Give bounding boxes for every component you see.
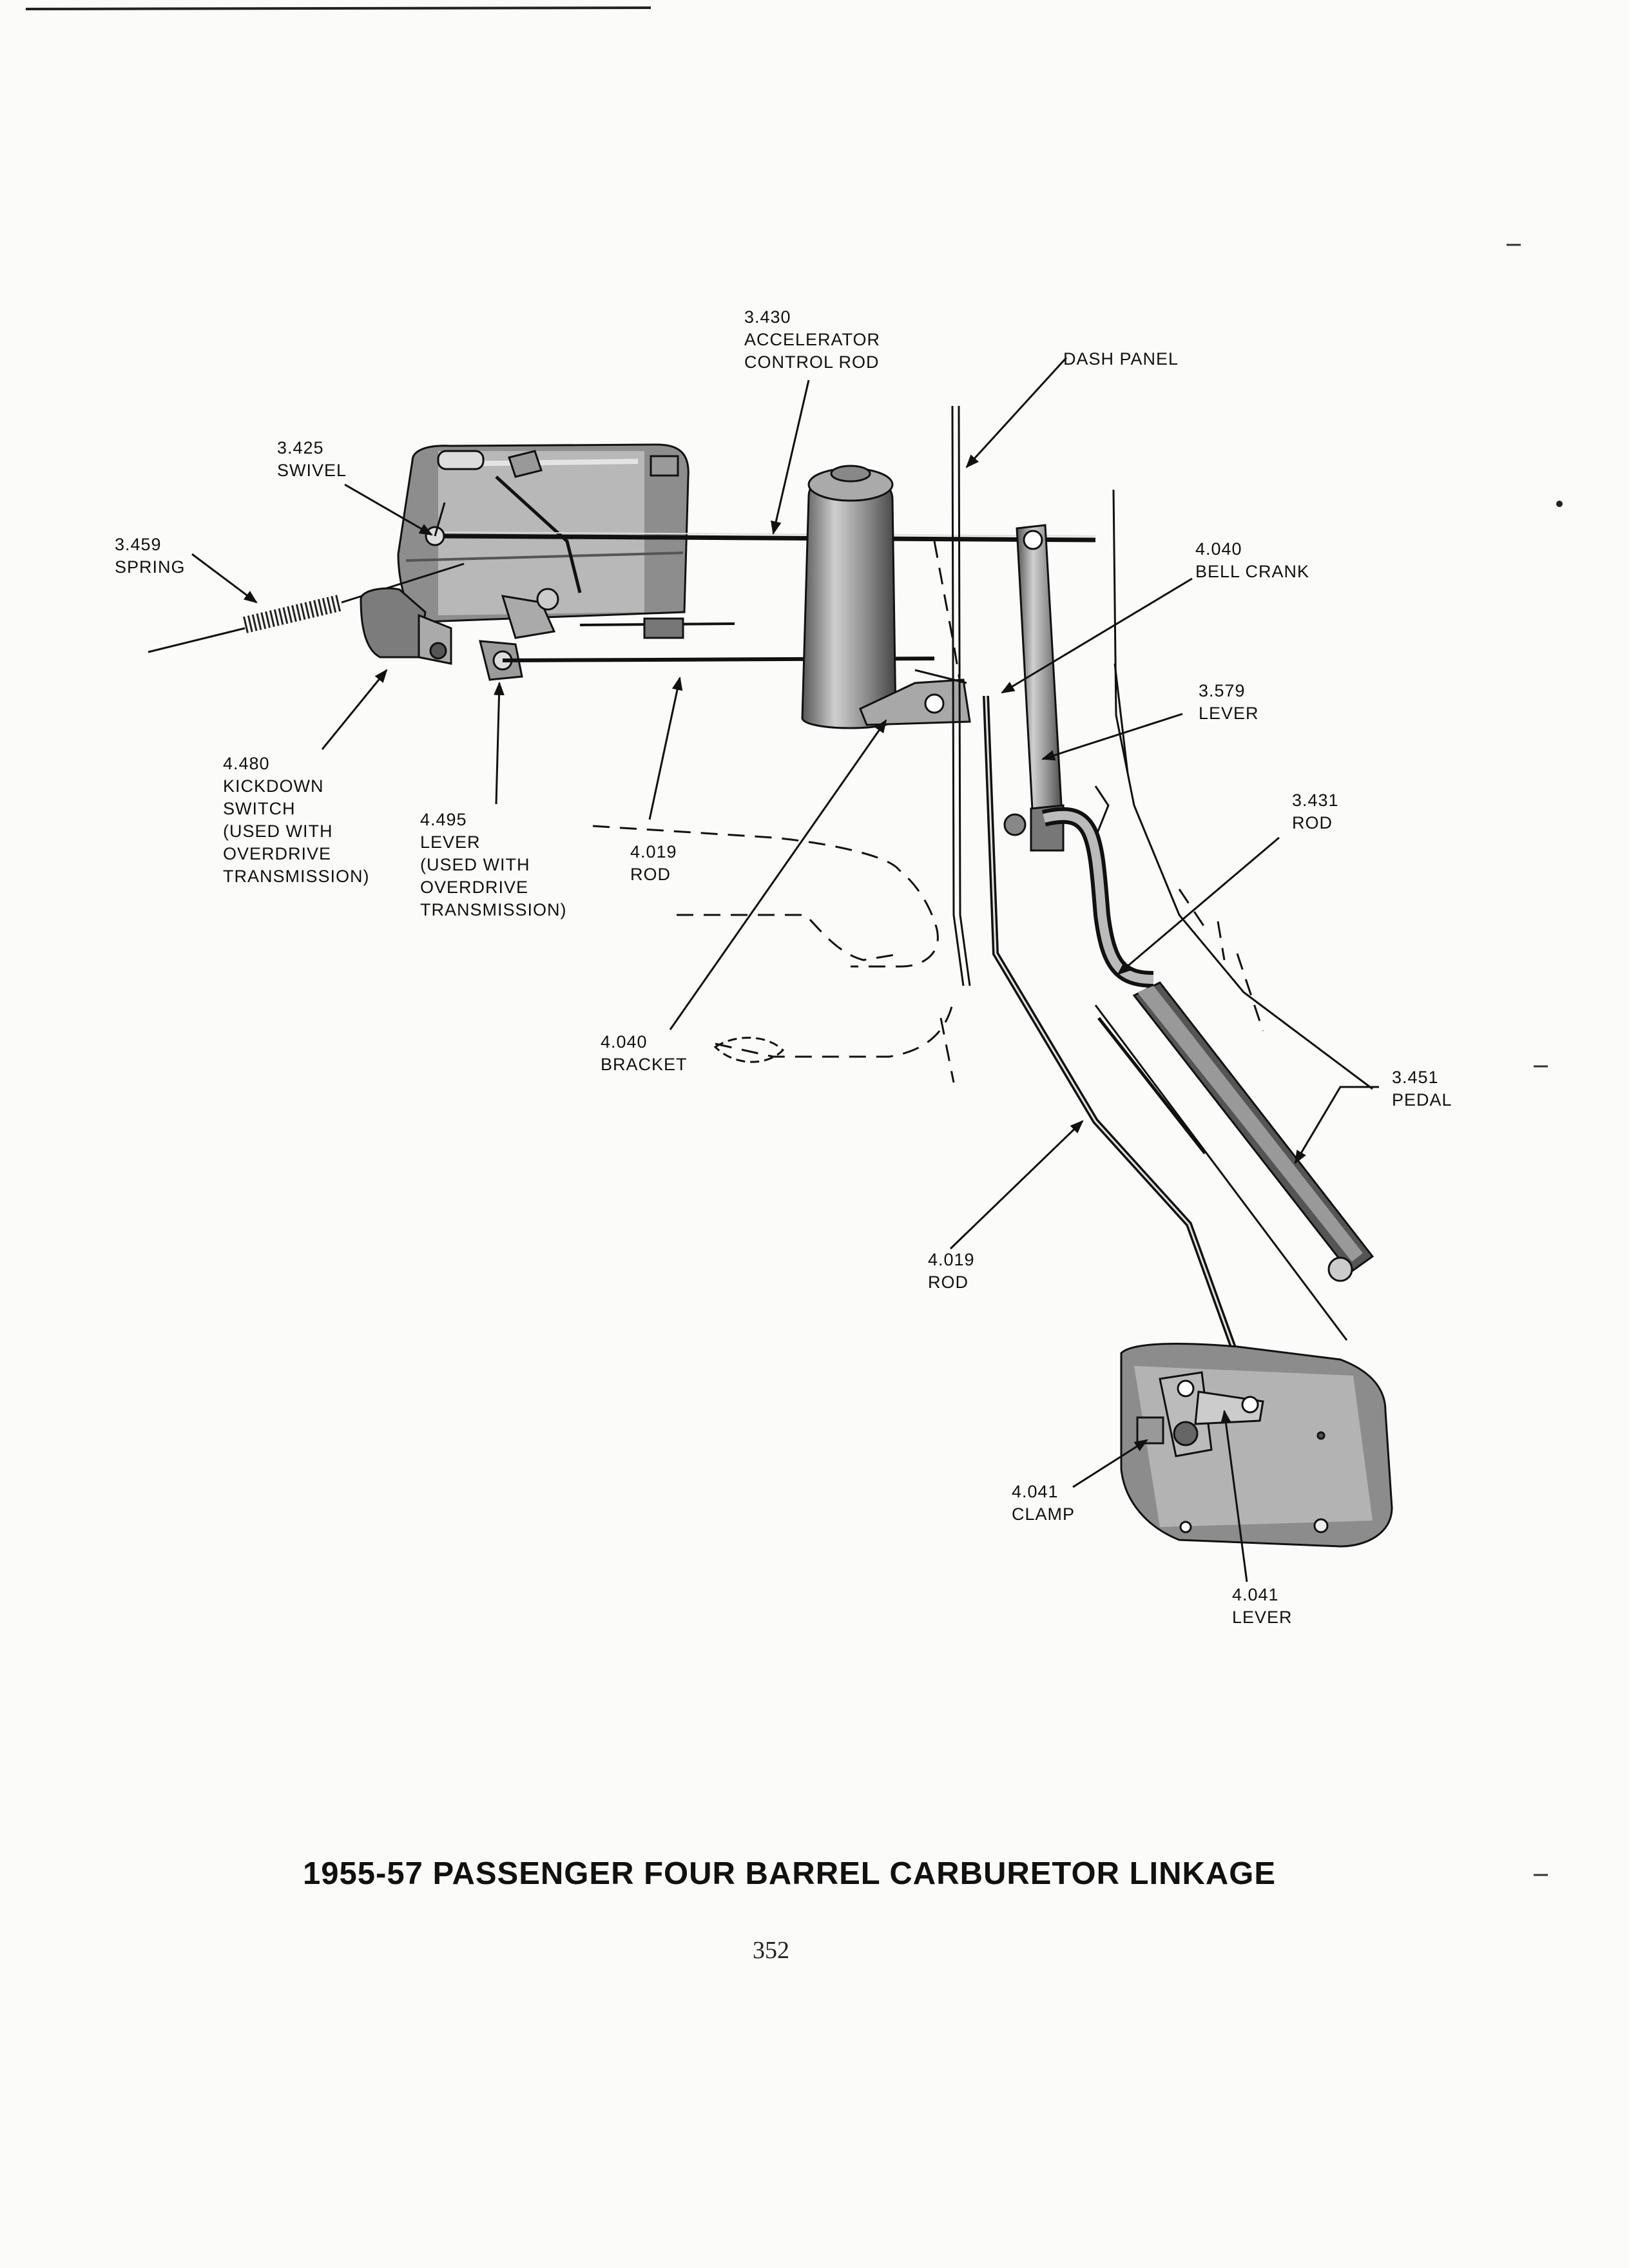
- leader-arrows: [191, 356, 1379, 1582]
- leader-lever-3579: [1041, 713, 1183, 761]
- bell-crank: [1003, 524, 1110, 852]
- label-lever-4041: 4.041 LEVER: [1232, 1585, 1293, 1627]
- label-kickdown-switch: 4.480 KICKDOWN SWITCH (USED WITH OVERDRI…: [223, 754, 370, 886]
- label-bracket: 4.040 BRACKET: [601, 1032, 688, 1074]
- label-dash-panel: DASH PANEL: [1063, 349, 1179, 369]
- leader-clamp: [1072, 1439, 1148, 1488]
- gasket-outline: [713, 1037, 785, 1063]
- coil: [801, 465, 897, 729]
- leader-bracket: [669, 719, 887, 1030]
- leader-rod-4019-upper: [648, 676, 683, 820]
- label-spring: 3.459 SPRING: [115, 535, 186, 577]
- leader-dash-panel: [965, 356, 1068, 468]
- leader-bell-crank: [1001, 577, 1193, 694]
- label-swivel: 3.425 SWIVEL: [277, 438, 347, 480]
- leader-accelerator-control-rod: [771, 380, 810, 535]
- pedal: [1094, 981, 1374, 1341]
- kickdown-switch: [360, 587, 452, 665]
- leader-lever-4041: [1220, 1409, 1248, 1582]
- label-lever-4495: 4.495 LEVER (USED WITH OVERDRIVE TRANSMI…: [420, 810, 567, 919]
- accelerator-control-rod: [444, 533, 1096, 543]
- label-clamp: 4.041 CLAMP: [1012, 1482, 1075, 1524]
- label-rod-4019-upper: 4.019 ROD: [630, 842, 677, 884]
- throttle-levers: [425, 450, 582, 639]
- leader-spring: [191, 553, 258, 604]
- label-rod-3431: 3.431 ROD: [1292, 791, 1339, 832]
- diagram-title: 1955-57 PASSENGER FOUR BARREL CARBURETOR…: [303, 1856, 1277, 1891]
- leader-swivel: [344, 483, 433, 536]
- leader-kickdown-switch: [321, 669, 388, 750]
- leader-lever-4495: [494, 681, 505, 805]
- page-number: 352: [753, 1937, 789, 1964]
- clamp-and-lever: [1136, 1371, 1264, 1457]
- dash-panel: [951, 405, 1373, 1090]
- label-bell-crank: 4.040 BELL CRANK: [1195, 539, 1310, 581]
- label-lever-3579: 3.579 LEVER: [1199, 681, 1259, 723]
- leader-pedal: [1294, 1086, 1379, 1164]
- label-rod-4019-lower: 4.019 ROD: [928, 1250, 975, 1292]
- bracket-4040: [859, 669, 971, 726]
- label-pedal: 3.451 PEDAL: [1392, 1068, 1452, 1110]
- margin-dot: [1556, 501, 1563, 507]
- hidden-outlines: [592, 541, 1264, 1083]
- top-rule: [25, 6, 651, 10]
- label-accelerator-control-rod: 3.430 ACCELERATOR CONTROL ROD: [744, 307, 881, 372]
- leader-rod-3431: [1117, 836, 1280, 975]
- transmission-housing: [1120, 1343, 1393, 1548]
- leader-rod-4019-lower: [949, 1120, 1084, 1250]
